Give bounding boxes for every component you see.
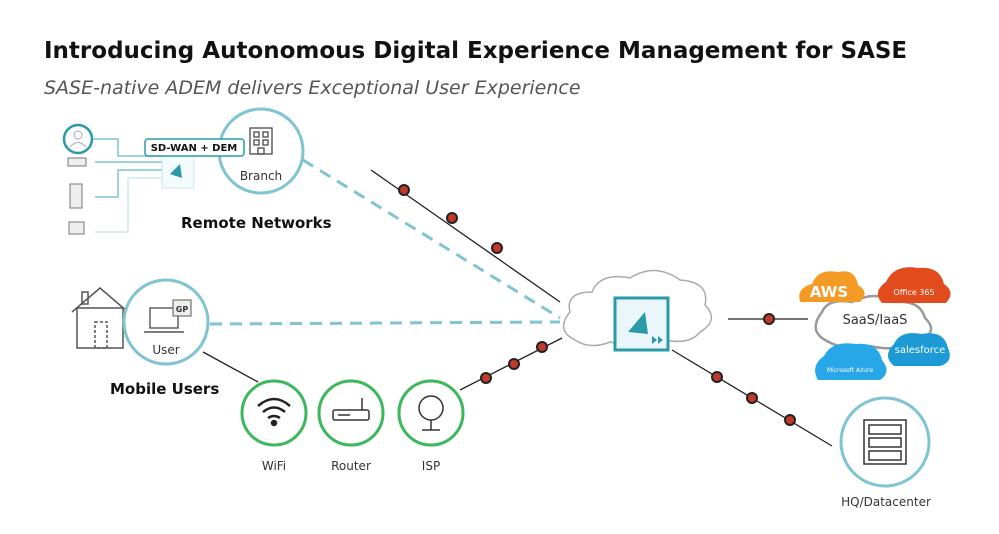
hq-label: HQ/Datacenter [841,495,931,509]
isp-label: ISP [422,459,440,473]
wifi-label: WiFi [262,459,286,473]
aws-text: AWS [810,283,848,301]
wifi-icon [257,397,291,427]
branch-label: Branch [240,169,282,183]
dashed-links [209,158,561,326]
page-subtitle: SASE-native ADEM delivers Exceptional Us… [44,77,581,99]
gp-text: GP [176,305,189,314]
house-icon [71,287,129,349]
azure-cloud-icon: Microsoft Azure [815,343,887,380]
badge-text: SD-WAN + DEM [151,143,238,154]
hq-node[interactable] [839,396,931,488]
remote-networks-heading: Remote Networks [181,214,332,232]
server-rack-icon [863,419,907,465]
office-text: Office 365 [893,288,934,297]
router-icon [332,398,370,421]
office365-cloud-icon: Office 365 [877,267,951,303]
azure-text: Microsoft Azure [827,367,874,374]
router-label: Router [331,459,371,473]
mobile-users-heading: Mobile Users [110,380,219,398]
saas-cloud[interactable]: SaaS/IaaS [814,294,933,350]
sdwan-dem-badge [144,138,245,157]
laptop-icon [144,307,184,333]
user-label: User [152,343,179,357]
terminal-icon [68,221,85,235]
kiosk-icon [69,183,83,209]
router-node[interactable] [317,379,385,447]
branch-devices [92,138,162,233]
camera-icon [67,157,87,167]
monitoring-points [398,184,796,426]
isp-node[interactable] [397,379,465,447]
wifi-node[interactable] [240,379,308,447]
globalprotect-icon [172,299,192,317]
saas-label: SaaS/IaaS [843,313,908,328]
aws-cloud-icon: AWS [799,271,865,302]
salesforce-text: salesforce [895,345,946,356]
building-icon [249,127,273,155]
globe-icon [418,395,444,431]
page-title: Introducing Autonomous Digital Experienc… [44,38,907,64]
salesforce-cloud-icon: salesforce [888,333,950,366]
